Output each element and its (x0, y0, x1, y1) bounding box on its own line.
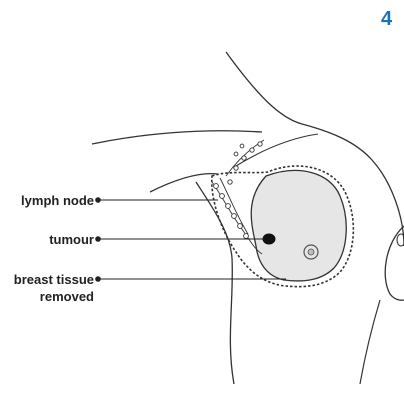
body-side-outline (196, 182, 234, 384)
collarbone-outline (236, 134, 318, 166)
removed-breast-tissue (251, 170, 346, 280)
nipple-inner (308, 249, 314, 255)
label-tumour: tumour (8, 231, 94, 248)
callout-tumour (95, 236, 264, 242)
label-lymph-node: lymph node (8, 192, 94, 209)
shoulder-outline (92, 131, 262, 144)
armpit-outline (150, 174, 218, 192)
callout-lymph-node (95, 197, 218, 203)
page-number: 4 (381, 8, 392, 31)
label-breast-tissue-removed: breast tissue removed (4, 271, 94, 305)
label-breast-tissue-line2: removed (4, 288, 94, 305)
right-breast-outline (385, 226, 404, 300)
callout-breast-tissue (95, 276, 286, 282)
label-breast-tissue-line1: breast tissue (4, 271, 94, 288)
torso-lower-outline (360, 300, 380, 384)
tumour-mass (263, 234, 276, 245)
